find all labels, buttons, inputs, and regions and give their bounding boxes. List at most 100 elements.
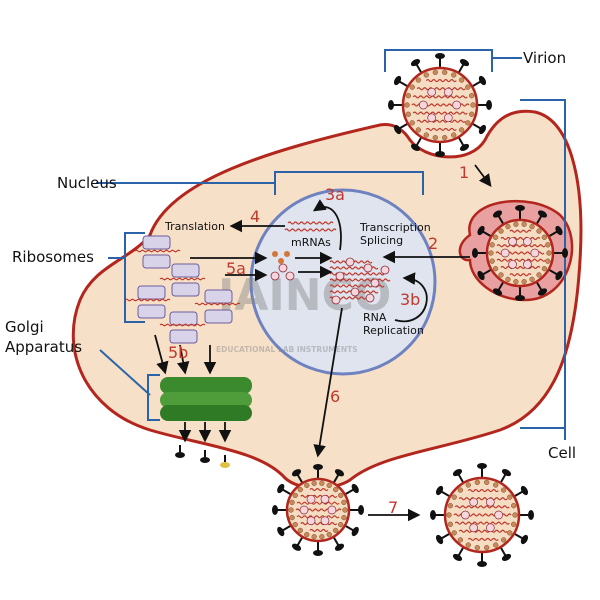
virion-label: Virion	[523, 49, 566, 67]
matrix-protein	[465, 542, 471, 548]
matrix-protein	[457, 487, 464, 493]
spike-protein	[398, 80, 409, 88]
matrix-protein	[415, 77, 422, 83]
matrix-protein	[492, 234, 499, 240]
matrix-protein	[474, 545, 480, 551]
ribosome	[137, 304, 166, 319]
rna-strand	[124, 298, 171, 302]
nucleocapsid	[485, 523, 495, 533]
matrix-protein	[469, 93, 475, 99]
spike-head	[277, 483, 285, 494]
nucleocapsid	[523, 260, 532, 269]
spike-protein	[457, 473, 465, 484]
spike-head	[555, 270, 563, 281]
matrix-protein	[521, 221, 527, 227]
nucleocapsid	[320, 494, 330, 504]
spike-protein	[499, 473, 507, 484]
virion-attaching	[388, 53, 492, 157]
spike-head	[358, 505, 364, 515]
rna-strand	[329, 278, 391, 282]
matrix-protein	[511, 503, 517, 509]
spike-protein	[398, 122, 409, 130]
matrix-protein	[541, 266, 548, 272]
matrix-protein	[458, 127, 465, 133]
protein-dot	[278, 258, 284, 264]
matrix-protein	[304, 531, 310, 538]
step-3a: 3a	[325, 185, 345, 204]
label-brackets	[96, 49, 566, 440]
nucleocapsid	[419, 100, 428, 110]
spike-protein	[332, 473, 340, 484]
virion-released	[430, 463, 534, 567]
matrix-protein	[536, 228, 542, 234]
nucleocapsid	[443, 113, 453, 123]
rna-strand	[194, 302, 241, 306]
spike-head	[393, 75, 402, 86]
matrix-protein	[446, 512, 452, 518]
replication-label: Replication	[363, 324, 424, 337]
step-5b: 5b	[168, 343, 188, 362]
spike-protein	[535, 215, 543, 225]
rna-strand	[458, 529, 508, 533]
spike-head	[452, 553, 463, 562]
spike-head	[388, 100, 394, 110]
spike-protein	[415, 63, 423, 74]
spike-head	[520, 485, 529, 496]
rna-strand	[296, 501, 340, 505]
spike-protein	[482, 268, 492, 276]
step-4: 4	[250, 207, 260, 226]
spike-head	[435, 53, 445, 59]
matrix-protein	[341, 514, 347, 521]
nucleocapsid	[299, 505, 309, 515]
spike-head	[435, 151, 445, 157]
spike-head	[430, 510, 436, 520]
nucleocapsid	[508, 237, 517, 246]
matrix-protein	[500, 537, 507, 543]
ribosome	[142, 235, 171, 250]
spike-protein	[344, 524, 355, 532]
matrix-protein	[500, 487, 507, 493]
spike-protein	[296, 536, 304, 547]
spike-head	[486, 100, 492, 110]
spike-head	[291, 543, 302, 551]
spike-head	[562, 248, 568, 258]
matrix-protein	[297, 527, 303, 534]
rna-strand	[309, 487, 329, 492]
spike-head	[501, 468, 512, 477]
matrix-protein	[536, 272, 542, 278]
nucleocapsid	[427, 87, 437, 97]
membrane-protein-head	[175, 452, 185, 458]
rna-strand	[416, 87, 466, 91]
spike-protein	[457, 136, 465, 147]
matrix-protein	[541, 234, 548, 240]
nucleocapsid	[461, 510, 470, 520]
matrix-protein	[465, 120, 471, 126]
ribosome	[204, 289, 233, 304]
spike-head	[435, 534, 444, 545]
nucleoprotein	[285, 271, 295, 281]
nucleocapsid	[469, 497, 479, 507]
nucleocapsid	[523, 237, 532, 246]
step-1: 1	[459, 163, 469, 182]
rna-strand	[496, 258, 546, 262]
matrix-protein	[311, 480, 317, 486]
spike-head	[459, 58, 470, 67]
rna-strand	[284, 228, 337, 232]
matrix-protein	[513, 221, 519, 227]
viral-envelope	[401, 66, 479, 144]
rna-strand	[159, 323, 206, 327]
step-5a: 5a	[226, 259, 246, 278]
matrix-protein	[493, 482, 499, 488]
rna-strand	[300, 494, 338, 498]
matrix-protein	[342, 507, 348, 513]
spike-head	[291, 469, 302, 477]
spike-head	[393, 124, 402, 135]
nucleocapsid	[327, 505, 337, 515]
matrix-protein	[326, 531, 332, 538]
spike-protein	[499, 546, 507, 557]
golgi-apparatus	[160, 377, 252, 421]
spike-protein	[497, 281, 505, 291]
step-7: 7	[388, 498, 398, 517]
rna-strand	[134, 249, 181, 253]
matrix-protein	[338, 521, 344, 528]
